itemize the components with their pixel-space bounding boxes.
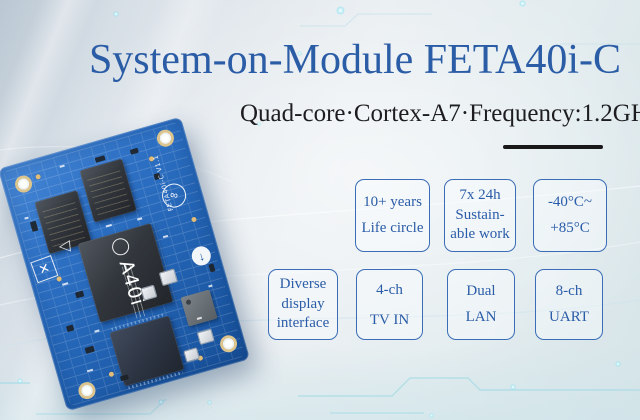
sparkle-dot: [510, 384, 516, 390]
silkscreen-triangle-icon: ▽: [56, 239, 75, 254]
page-title: System-on-Module FETA40i-C: [88, 37, 622, 83]
feature-card-uart: 8-ch UART: [535, 269, 603, 340]
feature-line: Diverse: [279, 275, 327, 292]
pmic-chip: [180, 289, 218, 327]
feature-line: Dual: [466, 283, 496, 299]
feature-line: 10+ years: [363, 194, 422, 210]
feature-line: display: [281, 295, 325, 312]
mounting-hole: [154, 127, 176, 149]
feature-line: Life circle: [361, 219, 424, 236]
feature-card-temperature-range: -40°C~ +85°C: [533, 179, 607, 252]
feature-line: 4-ch: [376, 281, 403, 298]
accent-underline: [503, 145, 603, 149]
sparkle-dot: [297, 51, 302, 56]
sparkle-dot: [336, 6, 345, 15]
feature-line: 7x 24h: [459, 186, 501, 203]
feature-line: interface: [276, 315, 330, 332]
ddr-chip: [79, 158, 137, 223]
feature-line: TV IN: [369, 311, 410, 328]
sparkle-dot: [113, 11, 119, 17]
silkscreen-x-logo-icon: ✕: [30, 255, 59, 284]
feature-line: Sustain-: [455, 206, 505, 223]
mounting-hole: [76, 380, 98, 402]
feature-card-life-cycle: 10+ years Life circle: [355, 179, 430, 252]
sparkle-dot: [158, 399, 164, 405]
mounting-hole: [218, 333, 240, 355]
feature-line: UART: [549, 308, 589, 325]
feature-card-dual-lan: Dual LAN: [447, 269, 515, 340]
sparkle-dot: [429, 413, 434, 418]
mounting-hole: [13, 173, 35, 195]
feature-card-sustainable-work: 7x 24h Sustain- able work: [444, 179, 516, 252]
sparkle-dot: [207, 400, 212, 405]
page-subtitle: Quad-core·Cortex-A7·Frequency:1.2GHz: [240, 100, 640, 127]
feature-line: +85°C: [550, 219, 590, 236]
sparkle-dot: [519, 0, 526, 7]
feature-line: able work: [450, 226, 510, 243]
feature-line: 8-ch: [555, 283, 583, 299]
chip-logo-ring-icon: [110, 236, 132, 258]
feature-card-tv-in: 4-ch TV IN: [356, 269, 423, 340]
sparkle-dot: [615, 361, 621, 367]
feature-card-display-interface: Diverse display interface: [268, 269, 338, 340]
feature-line: LAN: [465, 308, 497, 325]
sparkle-dot: [17, 378, 23, 384]
sparkle-dot: [257, 122, 261, 126]
feature-line: -40°C~: [547, 194, 593, 210]
